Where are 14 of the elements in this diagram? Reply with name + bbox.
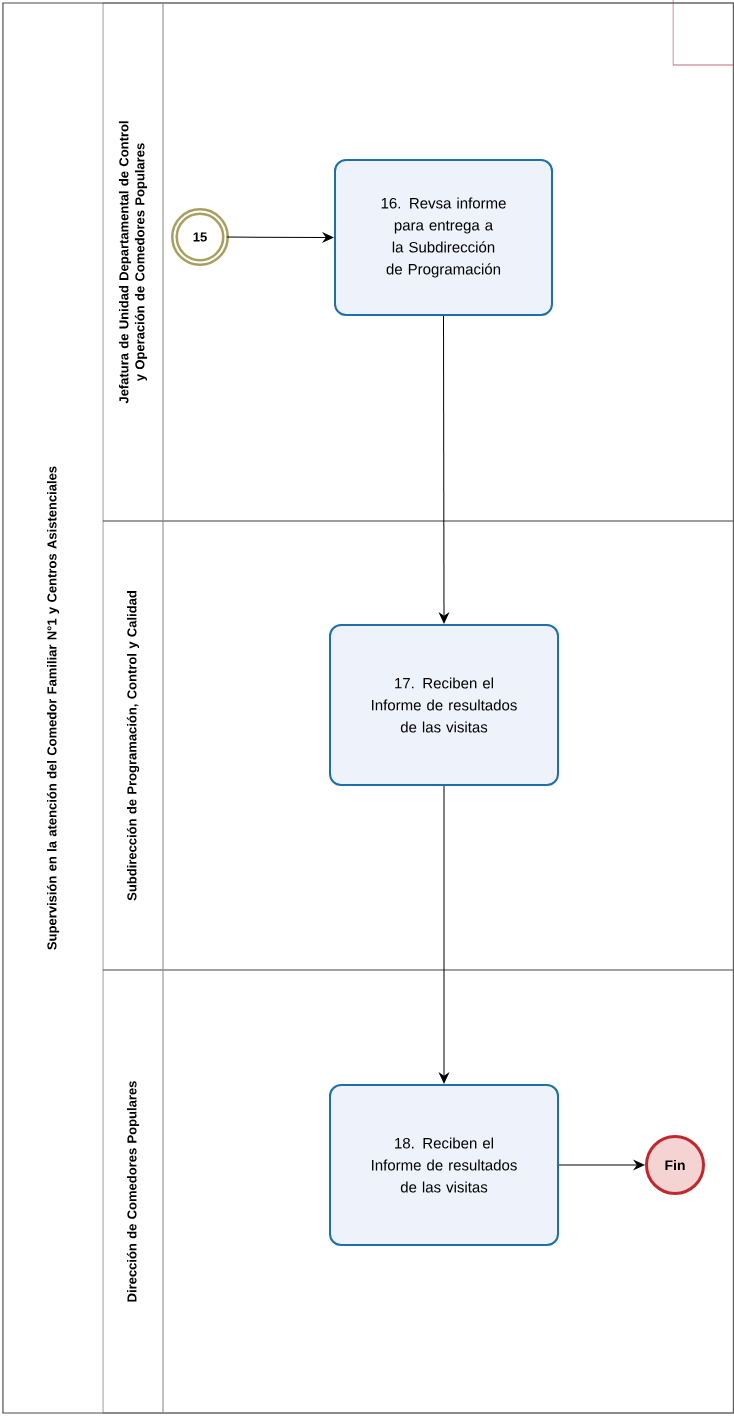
lane-title: Jefatura de Unidad Departamental de Control y Operación de Comedores Populares (118, 121, 148, 404)
lane-title: Subdirección de Programación, Control y Calidad (126, 591, 140, 901)
empty-box (672, 0, 734, 66)
intermediate-event: 15 (171, 208, 229, 266)
task-box: 18. Reciben el Informe de resultados de las visitas (329, 1084, 559, 1246)
end-event: Fin (645, 1135, 705, 1195)
task-box: 17. Reciben el Informe de resultados de las visitas (329, 624, 559, 786)
arrow (439, 315, 449, 624)
pool-title: Supervisión en la atención del Comedor Familiar N°1 y Centros Asistenciales (46, 466, 60, 950)
task-box: 16. Revsa informe para entrega a la Subdirección de Programación (334, 159, 553, 316)
lane-title: Dirección de Comedores Populares (126, 1081, 140, 1302)
arrow (226, 232, 334, 243)
arrow (558, 1160, 645, 1170)
arrow (439, 785, 449, 1084)
